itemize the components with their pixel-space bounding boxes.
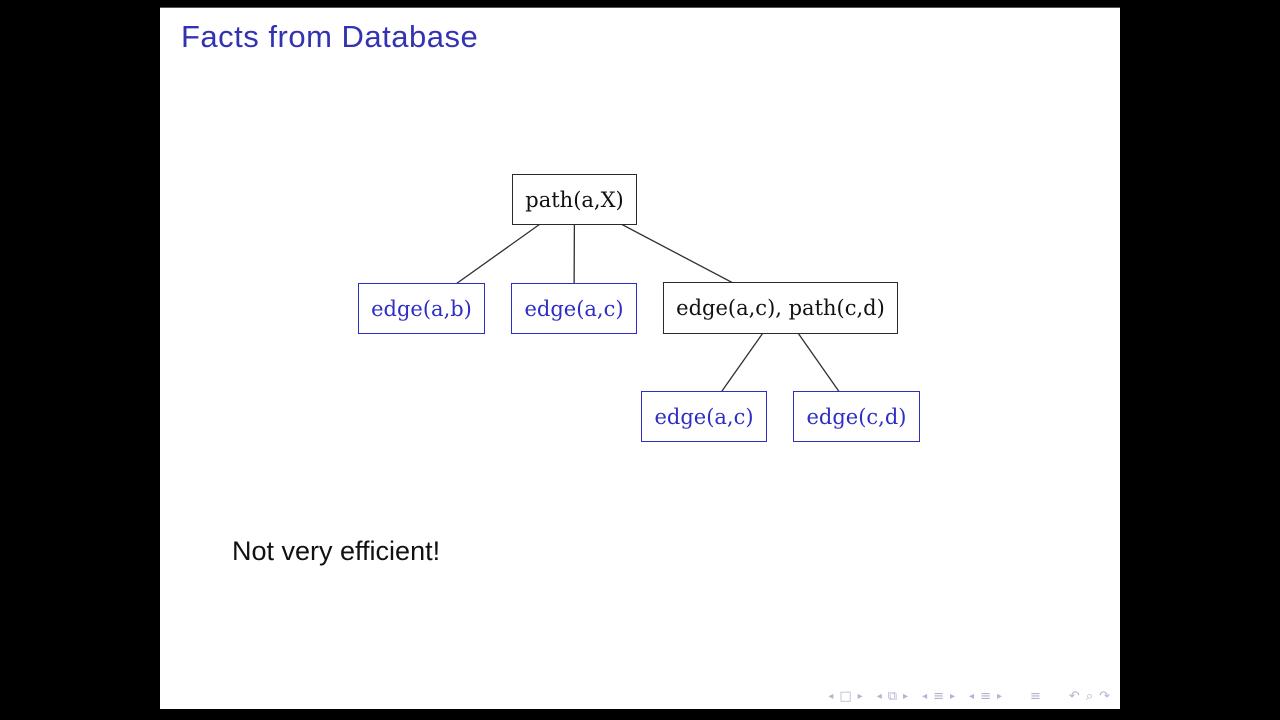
search-icon[interactable]: ⌕ (1085, 689, 1094, 704)
forward-icon[interactable]: ↷ (1099, 689, 1110, 704)
tree-node-fact: edge(c,d) (793, 391, 920, 442)
slide-title: Facts from Database (181, 19, 479, 54)
tree-node-fact: edge(a,b) (358, 283, 485, 334)
subsection-icon[interactable]: ≡ (933, 689, 944, 704)
next-subsection-icon[interactable]: ▸ (950, 690, 956, 702)
prev-section-icon[interactable]: ◂ (969, 690, 975, 702)
tree-node-goal: path(a,X) (512, 174, 637, 225)
appendix-icon[interactable]: ≡ (1030, 689, 1041, 704)
tree-node-subgoal: edge(a,c), path(c,d) (663, 282, 898, 334)
prev-frame-icon[interactable]: ◂ (876, 690, 882, 702)
prev-slide-icon[interactable]: ◂ (828, 690, 834, 702)
section-icon[interactable]: ≡ (980, 689, 991, 704)
tree-node-fact: edge(a,c) (511, 283, 637, 334)
next-frame-icon[interactable]: ▸ (903, 690, 909, 702)
presentation-slide: Facts from Database path(a,X) edge(a,b) … (160, 7, 1120, 709)
tree-node-fact: edge(a,c) (641, 391, 767, 442)
tree-connector-lines (421, 198, 858, 417)
slide-icon[interactable]: □ (839, 689, 852, 704)
frame-icon[interactable]: ⧉ (887, 689, 898, 704)
slide-note: Not very efficient! (232, 536, 441, 566)
prev-subsection-icon[interactable]: ◂ (922, 690, 928, 702)
beamer-navigation-bar: ◂ □ ▸ ◂ ⧉ ▸ ◂ ≡ ▸ ◂ ≡ ▸ ≡ ↶ ⌕ ↷ (822, 690, 1110, 703)
next-slide-icon[interactable]: ▸ (857, 690, 863, 702)
back-icon[interactable]: ↶ (1068, 689, 1080, 704)
next-section-icon[interactable]: ▸ (996, 690, 1002, 702)
